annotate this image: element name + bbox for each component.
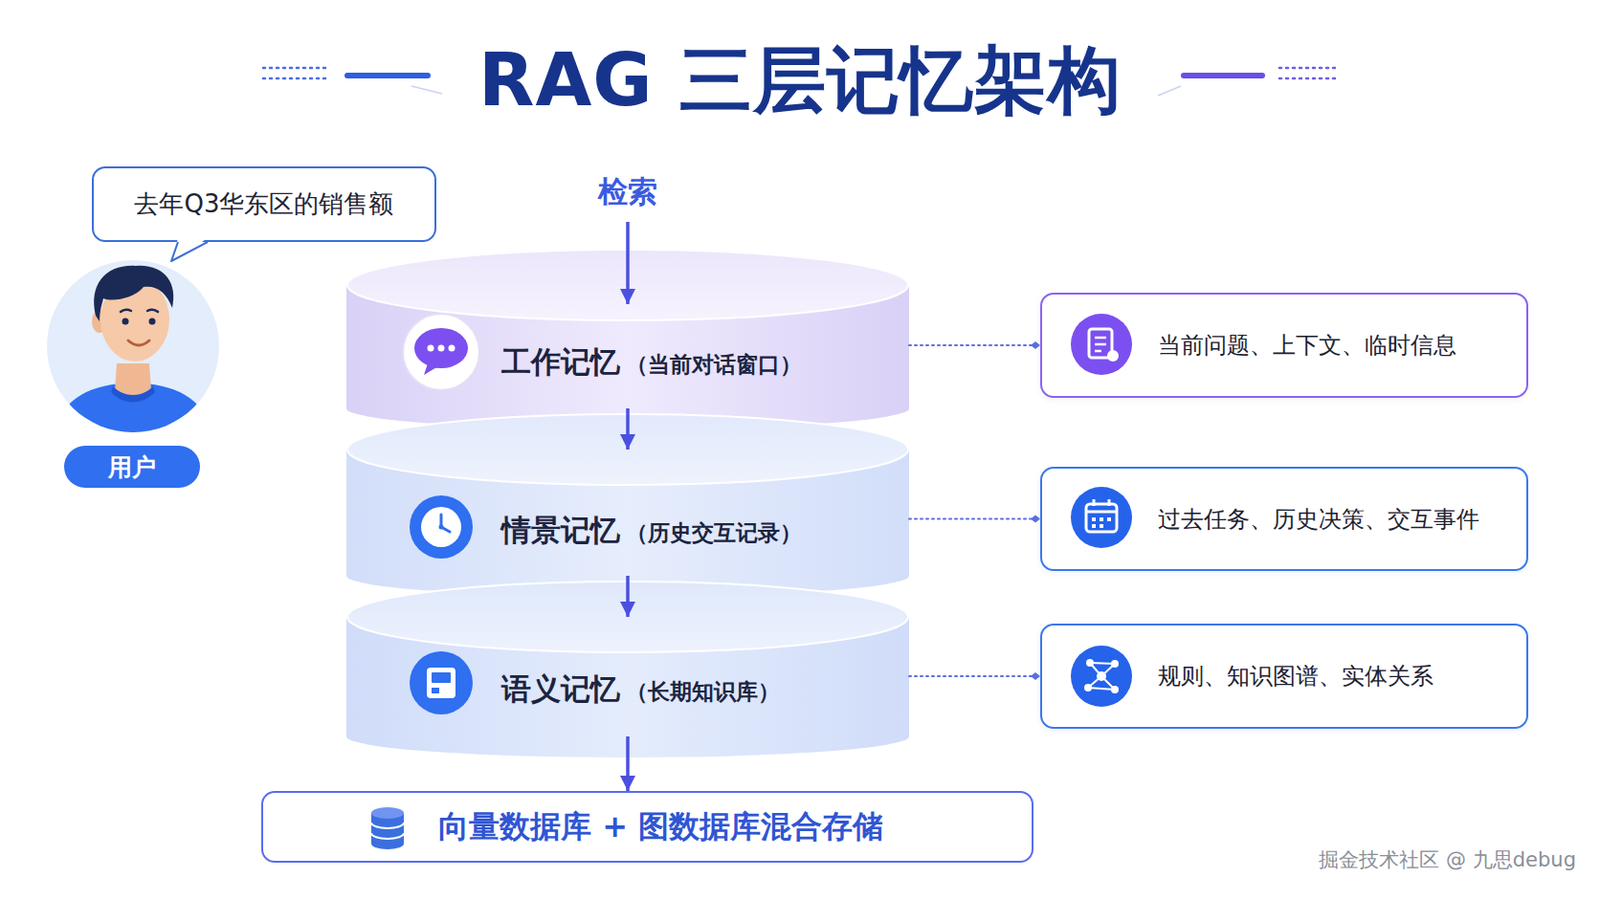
flow-arrow <box>625 408 630 450</box>
badge-text: 用户 <box>108 451 156 484</box>
retrieval-arrow <box>625 222 630 305</box>
layer-caption: 语义记忆（长期知识库） <box>501 669 780 711</box>
cylinder-shape <box>346 580 910 760</box>
layer-title: 工作记忆 <box>501 342 621 383</box>
flow-arrow <box>625 576 630 618</box>
layer-subtitle: （历史交互记录） <box>625 518 802 549</box>
cylinder-top <box>347 581 909 653</box>
watermark: 掘金技术社区 @ 九思debug <box>1196 846 1577 874</box>
memory-layer: 工作记忆（当前对话窗口） <box>346 285 910 409</box>
layer-title: 语义记忆 <box>501 669 621 711</box>
calendar-icon <box>1070 487 1133 549</box>
layer-title: 情景记忆 <box>501 511 621 552</box>
description-text: 过去任务、历史决策、交互事件 <box>1157 504 1480 535</box>
book-icon <box>409 651 473 715</box>
layer-subtitle: （当前对话窗口） <box>625 350 802 380</box>
title-ornament-right <box>1157 67 1337 96</box>
description-text: 当前问题、上下文、临时信息 <box>1157 330 1457 361</box>
document-icon <box>1070 313 1133 376</box>
dotted-connector <box>909 675 1041 678</box>
dotted-connector <box>909 344 1041 347</box>
cylinder-shape <box>346 248 910 432</box>
storage-box: 向量数据库 + 图数据库混合存储 <box>261 791 1034 864</box>
bubble-text: 去年Q3华东区的销售额 <box>133 187 394 222</box>
cylinder-top <box>347 249 909 321</box>
layer-caption: 情景记忆（历史交互记录） <box>501 511 802 552</box>
memory-layer: 语义记忆（长期知识库） <box>346 617 910 737</box>
title-ornament-left <box>263 67 443 94</box>
database-icon <box>371 807 404 850</box>
graph-icon <box>1070 645 1133 708</box>
flow-arrow <box>625 736 630 792</box>
chat-icon <box>402 313 480 391</box>
bubble-tail <box>171 238 208 262</box>
clock-icon <box>409 495 473 559</box>
dotted-connector <box>909 518 1041 521</box>
cylinder-top <box>347 414 909 486</box>
description-box: 当前问题、上下文、临时信息 <box>1040 292 1529 399</box>
user-avatar <box>46 260 220 450</box>
description-text: 规则、知识图谱、实体关系 <box>1157 661 1434 692</box>
description-box: 规则、知识图谱、实体关系 <box>1040 623 1529 730</box>
layer-subtitle: （长期知识库） <box>625 677 780 708</box>
step-label: 检索 <box>560 172 695 213</box>
user-badge: 用户 <box>64 445 200 489</box>
speech-bubble: 去年Q3华东区的销售额 <box>91 166 437 243</box>
cylinder-shape <box>346 413 910 600</box>
diagram-title: RAG 三层记忆架构 <box>0 32 1600 132</box>
memory-layer: 情景记忆（历史交互记录） <box>346 449 910 577</box>
description-box: 过去任务、历史决策、交互事件 <box>1040 466 1529 572</box>
layer-caption: 工作记忆（当前对话窗口） <box>501 342 802 383</box>
storage-text: 向量数据库 + 图数据库混合存储 <box>438 806 884 849</box>
